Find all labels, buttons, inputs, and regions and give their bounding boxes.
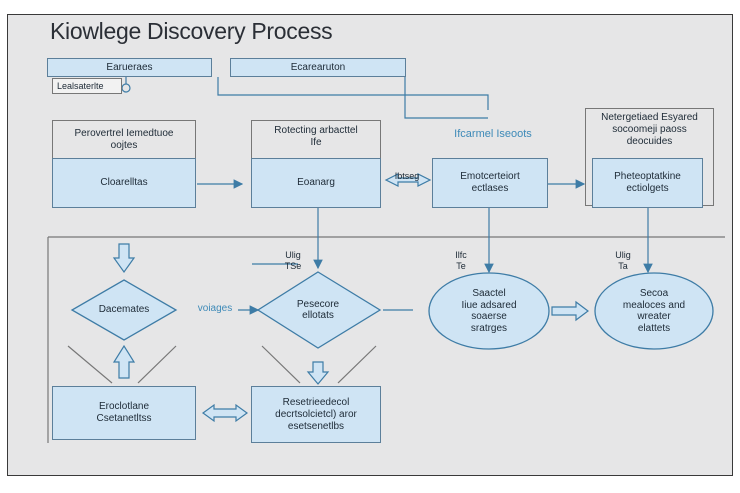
frame-line-left-2 — [261, 345, 301, 384]
block-arrow-row2 — [384, 173, 432, 187]
block-arrow-row4 — [201, 403, 249, 423]
frame-2-caption: Rotecting arbacttel Ife — [274, 125, 358, 148]
diamond-2-label: Pesecore ellotats — [296, 298, 340, 322]
connector-top-horizontal — [217, 77, 489, 110]
connector-top-right — [404, 77, 488, 119]
row1-right-label: Ifcarmel Iseoots — [454, 128, 532, 140]
frame-4-caption: Netergetiaed Esyared socoomeji paoss deo… — [601, 112, 698, 147]
top-small-label: Lealsaterlte — [52, 78, 122, 94]
box-row4-1: Eroclotlane Csetanetltss — [52, 386, 196, 440]
oval-2 — [594, 272, 714, 350]
row3-left-side-label: voiages — [197, 303, 233, 314]
diamond-1-label: Dacemates — [98, 304, 150, 316]
oval-2-label: Secoa mealoces and wreater elattets — [622, 288, 686, 334]
box-row2-1: Cloarelltas — [52, 158, 196, 208]
box-row4-2: Resetrieedecol decrtsolcietcl) aror eset… — [251, 386, 381, 443]
diagram-title: Kiowlege Discovery Process — [50, 18, 333, 44]
block-arrow-ovals — [551, 300, 589, 322]
frame-line-left — [67, 345, 113, 384]
frame-line-right-2 — [337, 345, 377, 384]
frame-2 — [251, 120, 381, 158]
top-box-left: Earueraes — [47, 58, 212, 77]
frame-line-right — [137, 345, 177, 384]
box-row2-4: Pheteoptatkine ectiolgets — [592, 158, 703, 208]
frame-1 — [52, 120, 196, 158]
box-row2-2: Eoanarg — [251, 158, 381, 208]
top-box-right: Ecarearuton — [230, 58, 406, 77]
block-arrow-down-1 — [112, 243, 136, 274]
box-row2-3: Emotcerteiort ectlases — [432, 158, 548, 208]
oval-1 — [428, 272, 550, 350]
row3-small-label-3: Ulig Ta — [615, 250, 631, 271]
frame-1-caption: Perovertrel Iemedtuoe oojtes — [74, 128, 174, 151]
oval-1-label: Saactel Iiue adsared soaerse sratrges — [461, 288, 517, 334]
row3-small-label-1: Ulig TSe — [284, 250, 302, 271]
row3-small-label-2: Ilfc Te — [455, 250, 467, 271]
row2-connector-label: Ibtseg — [394, 171, 420, 181]
small-circle-marker — [121, 83, 131, 93]
diamond-1 — [70, 279, 178, 341]
block-arrow-down-2 — [306, 361, 330, 385]
diamond-2 — [256, 271, 382, 349]
block-arrow-up-1 — [112, 344, 136, 379]
